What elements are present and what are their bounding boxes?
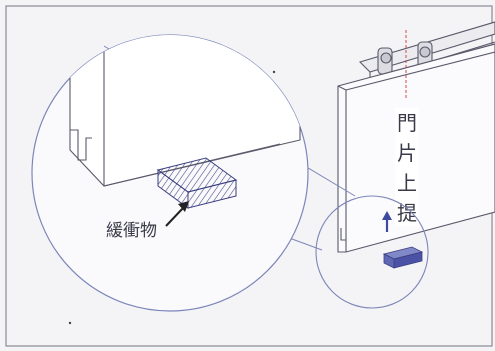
door-lift-char-4: 提	[397, 201, 417, 225]
small-magnifier-circle	[315, 195, 429, 309]
speck	[272, 70, 276, 74]
arrow-up-icon	[382, 211, 392, 232]
arrow-up-right-icon	[165, 201, 189, 227]
door-lift-label: 門 片 上 提	[395, 108, 419, 226]
door-top-edge	[345, 51, 495, 91]
door-lift-char-2: 片	[397, 141, 417, 165]
speck	[68, 321, 72, 325]
buffer-label: 緩衝物	[106, 221, 157, 241]
door-lift-char-1: 門	[397, 111, 417, 135]
door-lift-char-3: 上	[397, 171, 417, 195]
magnified-buffer-block	[156, 157, 238, 209]
small-buffer-block	[382, 246, 424, 269]
door-notch	[340, 228, 346, 241]
